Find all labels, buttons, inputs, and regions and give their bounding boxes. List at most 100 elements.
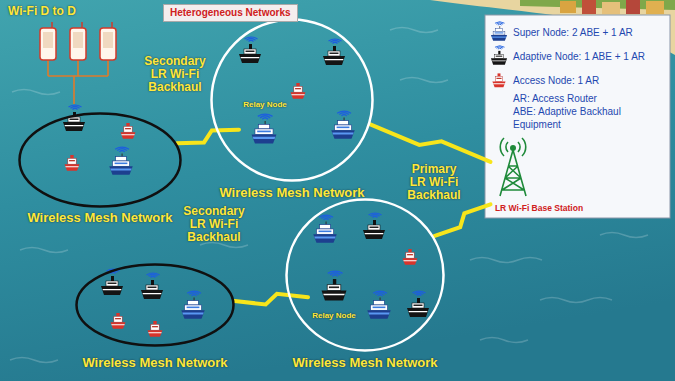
mesh-network-label: Wireless Mesh Network: [292, 355, 437, 370]
adaptive-ship: [239, 37, 261, 63]
tower-lattice: [500, 150, 526, 196]
house: [626, 0, 640, 14]
base-station: LR Wi-Fi Base Station: [491, 138, 588, 216]
legend-text: Adaptive Node: 1 ABE + 1 AR: [513, 50, 645, 63]
wave: [10, 358, 58, 363]
network-label: Wi-Fi D to D: [8, 4, 76, 18]
wave: [12, 90, 60, 95]
phone-icons: [40, 22, 116, 104]
legend-text: Access Node: 1 AR: [513, 74, 599, 87]
phone-antenna: [111, 22, 113, 28]
adaptive-ship: [141, 273, 163, 299]
title-text: Heterogeneous Networks: [170, 7, 291, 19]
mesh-ellipse: [212, 20, 373, 181]
relay-node: Relay Node: [239, 98, 291, 150]
wave: [600, 233, 648, 238]
mesh-ellipse-outline: [75, 263, 235, 347]
mesh-network: Relay NodeWireless Mesh Network: [210, 18, 374, 182]
phone-screen: [43, 32, 53, 48]
super-ship: [313, 215, 336, 243]
wave: [400, 78, 448, 83]
edge-label-wrap: Primary LR Wi-Fi Backhaul: [403, 163, 465, 202]
lightning-backhaul: [235, 294, 308, 305]
relay-ship: [322, 271, 347, 300]
relay-ship: [252, 114, 277, 143]
phone-screen: [103, 32, 113, 48]
relay-node: Relay Node: [308, 270, 360, 322]
house: [646, 1, 664, 14]
mesh-network-label: Wireless Mesh Network: [27, 210, 172, 225]
wave: [480, 338, 528, 343]
super-ship: [331, 111, 354, 139]
backhaul-label: Primary LR Wi-Fi Backhaul: [403, 163, 465, 202]
adaptive-ship: [363, 213, 385, 239]
ships: [63, 37, 429, 337]
tower-signal: [500, 138, 525, 156]
legend: Super Node: 2 ABE + 1 AR Adaptive Node: 1…: [489, 20, 667, 131]
mesh-network: Wireless Mesh Network: [75, 263, 235, 347]
legend-icon-frame: [490, 45, 508, 67]
mesh-network-label: Wireless Mesh Network: [219, 185, 364, 200]
wave: [470, 258, 542, 263]
legend-ship-icon: [492, 73, 505, 87]
house: [560, 1, 576, 13]
legend-sample: [489, 21, 509, 43]
super-ship: [367, 291, 390, 319]
mesh-network-label: Wireless Mesh Network: [82, 355, 227, 370]
lightning-backhaul: [370, 124, 490, 161]
lightning-backhaul: [434, 204, 490, 236]
legend-icon-frame: [490, 69, 508, 91]
access-ship: [291, 83, 306, 99]
base-station-tower: [500, 138, 526, 196]
legend-text: Super Node: 2 ABE + 1 AR: [513, 26, 633, 39]
base-station-label: LR Wi-Fi Base Station: [495, 204, 583, 214]
mesh-ellipse-outline: [18, 112, 182, 208]
backhaul-label: Secondary LR Wi-Fi Backhaul: [135, 55, 215, 94]
relay-node-label: Relay Node: [243, 100, 287, 109]
title-box: Heterogeneous Networks: [163, 4, 298, 22]
house: [602, 2, 620, 14]
tower-antenna: [511, 146, 515, 150]
mesh-ellipse: [77, 265, 234, 346]
legend-row: Adaptive Node: 1 ABE + 1 AR: [489, 44, 667, 68]
legend-row: Access Node: 1 AR: [489, 68, 667, 92]
relay-node-label: Relay Node: [312, 311, 356, 320]
legend-text: ABE: Adaptive Backhaul Equipment: [513, 105, 667, 131]
legend-ship-icon: [491, 46, 507, 65]
mesh-ellipse: [287, 200, 444, 351]
edge-label-wrap: Secondary LR Wi-Fi Backhaul: [135, 55, 215, 94]
edge-label-wrap: Secondary LR Wi-Fi Backhaul: [178, 205, 250, 244]
access-ship: [148, 321, 163, 337]
legend-sample: [489, 45, 509, 67]
access-ship: [111, 313, 126, 329]
mesh-ellipse: [20, 114, 181, 207]
legend-row: Super Node: 2 ABE + 1 AR: [489, 20, 667, 44]
mesh-network: Relay NodeWireless Mesh Network: [285, 198, 445, 352]
legend-panel: [485, 15, 670, 218]
super-ship: [181, 291, 204, 319]
legend-row: ABE: Adaptive Backhaul Equipment: [489, 105, 667, 131]
wave: [390, 28, 438, 33]
legend-row: AR: Access Router: [489, 92, 667, 105]
mesh-network: Wireless Mesh Network: [18, 112, 182, 208]
super-ship: [109, 147, 132, 175]
lightning-backhaul: [177, 130, 239, 144]
phone-screen: [73, 32, 83, 48]
label-wrap: Wi-Fi D to D: [8, 4, 76, 18]
wave: [540, 298, 612, 303]
phone-antenna: [51, 22, 53, 28]
phone-antenna: [81, 22, 83, 28]
legend-text: AR: Access Router: [513, 92, 597, 105]
legend-icon-frame: [490, 21, 508, 43]
house: [582, 0, 596, 14]
phone: [100, 28, 116, 60]
phone-wire: [48, 60, 108, 104]
adaptive-ship: [323, 39, 345, 65]
access-ship: [65, 155, 80, 171]
phone: [40, 28, 56, 60]
backhaul-label: Secondary LR Wi-Fi Backhaul: [178, 205, 250, 244]
mesh-ellipse-outline: [285, 198, 445, 352]
legend-ship-icon: [491, 22, 507, 41]
access-ship: [121, 123, 136, 139]
